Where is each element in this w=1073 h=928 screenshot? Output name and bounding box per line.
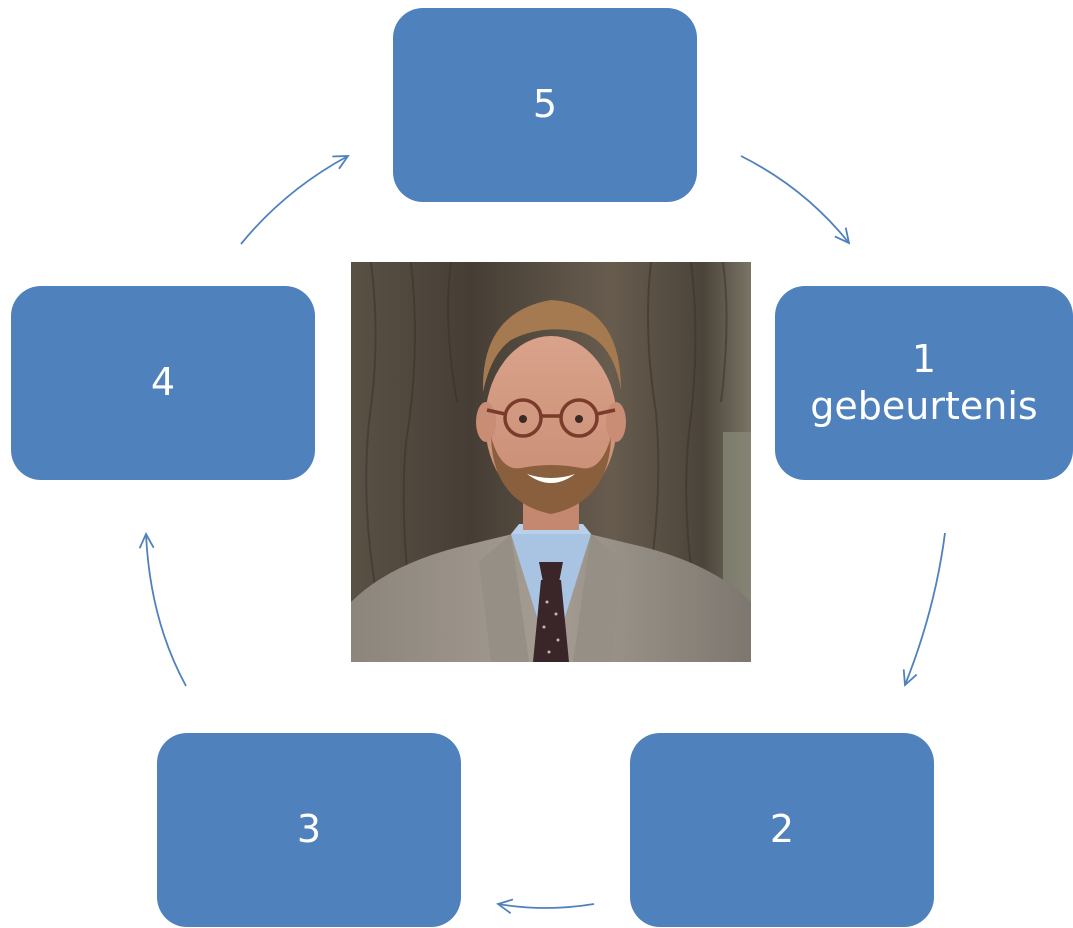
arrow-5-to-1 [740,155,851,245]
portrait-photo [351,262,751,662]
step-number: 1 [911,336,937,381]
step-number: 5 [532,82,558,127]
step-number: 2 [769,807,795,852]
cycle-step-5: 5 [393,8,697,202]
step-label: gebeurtenis [810,384,1038,428]
cycle-step-4: 4 [11,286,315,480]
arrow-1-to-2 [902,532,946,687]
step-number: 3 [296,807,322,852]
arrow-2-to-3 [496,898,595,914]
arrow-4-to-5 [240,155,350,245]
step-number: 4 [150,360,176,405]
cycle-step-1: 1 gebeurtenis [775,286,1073,480]
cycle-step-2: 2 [630,733,934,927]
cycle-step-3: 3 [157,733,461,927]
arrow-3-to-4 [138,531,187,687]
